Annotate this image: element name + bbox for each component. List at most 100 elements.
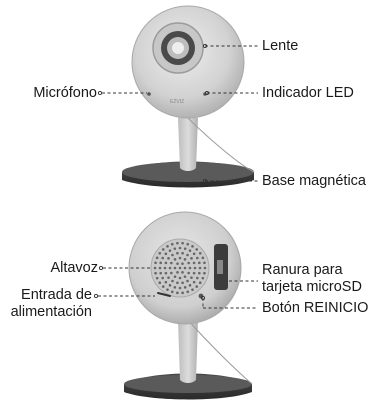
speaker-hole <box>181 262 184 265</box>
speaker-hole <box>190 276 193 279</box>
speaker-hole <box>181 241 184 245</box>
speaker-hole <box>170 271 173 275</box>
speaker-hole <box>195 248 199 251</box>
speaker-hole <box>173 258 177 261</box>
speaker-hole <box>168 284 172 287</box>
speaker-hole <box>198 261 201 265</box>
speaker-hole <box>192 261 196 265</box>
speaker-hole <box>186 279 189 283</box>
speaker-hole <box>171 253 174 257</box>
speaker-hole <box>192 252 196 256</box>
speaker-hole <box>181 291 184 295</box>
speaker-hole <box>176 241 179 245</box>
speaker-hole <box>178 246 182 250</box>
speaker-hole <box>183 266 187 270</box>
led-indicator-icon <box>203 92 207 96</box>
label-led-indicator: Indicador LED <box>262 85 354 101</box>
speaker-hole <box>198 266 202 270</box>
speaker-hole <box>186 253 189 257</box>
label-speaker: Altavoz <box>50 260 98 276</box>
speaker-hole <box>164 280 168 284</box>
speaker-hole <box>176 291 179 295</box>
label-microsd-slot-line1: Ranura para <box>262 262 343 278</box>
speaker-hole <box>181 271 184 274</box>
speaker-hole <box>161 248 165 251</box>
speaker-hole <box>192 280 196 284</box>
speaker-hole <box>181 281 184 285</box>
speaker-hole <box>187 261 190 265</box>
speaker-hole <box>170 290 174 294</box>
speaker-hole <box>188 284 192 287</box>
speaker-hole <box>198 281 202 284</box>
speaker-hole <box>154 271 157 275</box>
speaker-hole <box>173 286 177 289</box>
speaker-hole <box>196 256 199 260</box>
speaker-hole <box>188 249 192 252</box>
label-microsd-slot-line2: tarjeta microSD <box>262 279 362 295</box>
speaker-hole <box>155 276 159 280</box>
speaker-hole <box>168 266 172 270</box>
speaker-hole <box>195 285 199 288</box>
speaker-hole <box>183 286 187 289</box>
label-lens: Lente <box>262 38 299 54</box>
speaker-hole <box>167 257 170 260</box>
speaker-hole <box>203 266 207 270</box>
speaker-hole <box>153 266 157 270</box>
speaker-hole <box>159 271 162 275</box>
label-power-input-line2: alimentación <box>10 304 92 320</box>
speaker-hole <box>186 242 190 246</box>
label-reset-button: Botón REINICIO <box>262 300 369 316</box>
label-magnetic-base: Base magnética <box>262 173 366 189</box>
speaker-hole <box>158 252 162 255</box>
speaker-hole <box>178 276 182 280</box>
microsd-slot-icon <box>214 244 228 290</box>
speaker-hole <box>201 256 205 260</box>
speaker-hole <box>168 249 172 252</box>
speaker-hole <box>193 266 197 270</box>
speaker-grill-icon <box>150 238 210 298</box>
speaker-hole <box>198 271 201 275</box>
reset-button-icon <box>198 293 204 299</box>
front-stand <box>178 118 198 171</box>
label-power-input: Entrada de alimentación <box>11 287 92 321</box>
speaker-hole <box>155 256 159 260</box>
speaker-hole <box>176 251 179 255</box>
speaker-hole <box>173 275 177 278</box>
label-microphone: Micrófono <box>33 85 97 101</box>
speaker-hole <box>170 261 173 265</box>
speaker-hole <box>178 266 182 270</box>
speaker-hole <box>203 271 206 275</box>
speaker-hole <box>188 266 192 270</box>
speaker-hole <box>166 288 169 291</box>
speaker-hole <box>163 266 167 270</box>
speaker-hole <box>158 266 162 270</box>
speaker-hole <box>161 276 164 280</box>
speaker-hole <box>159 261 162 265</box>
speaker-hole <box>161 285 165 288</box>
speaker-hole <box>154 261 157 265</box>
speaker-hole <box>164 261 168 265</box>
speaker-hole <box>158 281 162 284</box>
speaker-hole <box>186 290 190 294</box>
speaker-hole <box>170 242 174 246</box>
speaker-hole <box>191 245 194 248</box>
speaker-hole <box>173 247 177 250</box>
front-camera: EZVIZ <box>122 5 255 188</box>
speaker-hole <box>164 252 168 256</box>
speaker-hole <box>171 279 174 283</box>
power-port-icon <box>157 292 171 297</box>
speaker-hole <box>176 271 179 274</box>
speaker-hole <box>173 266 177 270</box>
speaker-hole <box>190 257 193 260</box>
speaker-hole <box>178 256 182 260</box>
front-leaders <box>102 45 258 182</box>
speaker-hole <box>166 245 169 248</box>
speaker-hole <box>196 276 199 280</box>
speaker-hole <box>178 286 182 290</box>
speaker-hole <box>198 252 202 255</box>
speaker-hole <box>176 281 179 285</box>
speaker-hole <box>191 288 194 291</box>
speaker-hole <box>164 271 168 275</box>
speaker-hole <box>201 276 205 280</box>
